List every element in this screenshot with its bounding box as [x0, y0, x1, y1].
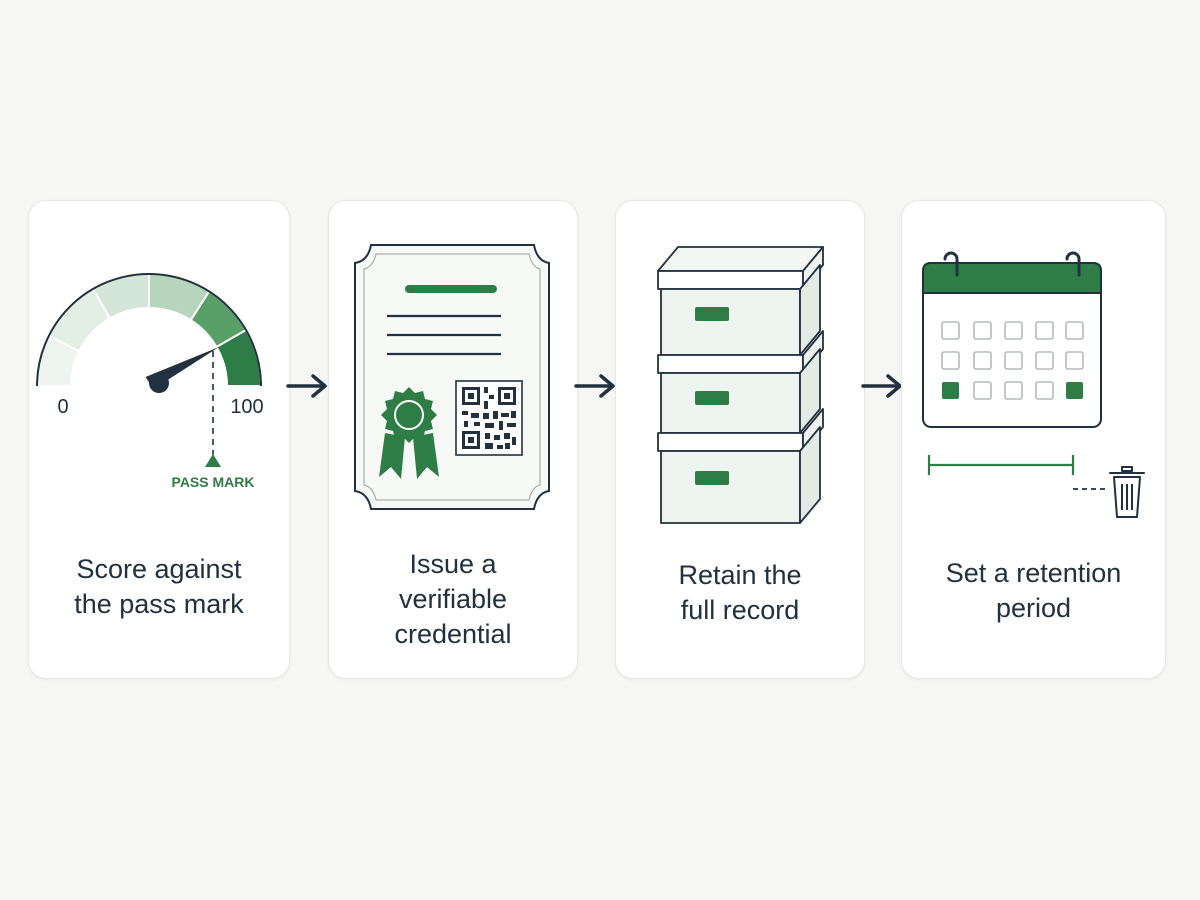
gauge-min-label: 0 [57, 396, 68, 418]
step-card-score: 0 100 PASS MARK Score against the pass m… [28, 200, 290, 679]
qr-code-icon [455, 380, 523, 456]
archive-box-bottom [657, 408, 824, 524]
step-caption-score: Score against the pass mark [74, 554, 244, 619]
certificate-inner-frame [363, 253, 541, 501]
arrow-right-icon [861, 374, 902, 398]
step-caption-record: Retain the full record [678, 560, 802, 625]
gauge-hub [149, 373, 169, 393]
trash-icon [1109, 466, 1145, 518]
step-caption-retention: Set a retention period [945, 558, 1122, 623]
step-card-record: Retain the full record [615, 200, 865, 679]
calendar-icon [922, 251, 1145, 518]
gauge-max-label: 100 [230, 396, 263, 418]
archive-box-middle [657, 330, 824, 434]
step-card-retention: Set a retention period [901, 200, 1166, 679]
gauge-segments [35, 272, 263, 387]
pass-mark-label: PASS MARK [172, 474, 255, 490]
arrow-right-icon [574, 374, 615, 398]
step-card-credential: Issue a verifiable credential [328, 200, 578, 679]
calendar-start-day [942, 382, 959, 399]
archive-box-top [657, 246, 824, 356]
calendar-day-grid [941, 321, 1084, 400]
archive-boxes-icon [657, 246, 824, 524]
calendar-header [922, 262, 1102, 294]
calendar-ring [943, 251, 959, 277]
step-caption-credential: Issue a verifiable credential [394, 549, 512, 649]
gauge-outline [36, 273, 262, 387]
certificate-icon [354, 244, 550, 510]
calendar-end-day [1066, 382, 1083, 399]
award-seal-icon [379, 387, 439, 479]
calendar-ring [1065, 251, 1081, 277]
arrow-right-icon [286, 374, 327, 398]
gauge-icon: 0 100 PASS MARK [35, 272, 264, 490]
pass-mark-triangle-icon [205, 454, 221, 467]
